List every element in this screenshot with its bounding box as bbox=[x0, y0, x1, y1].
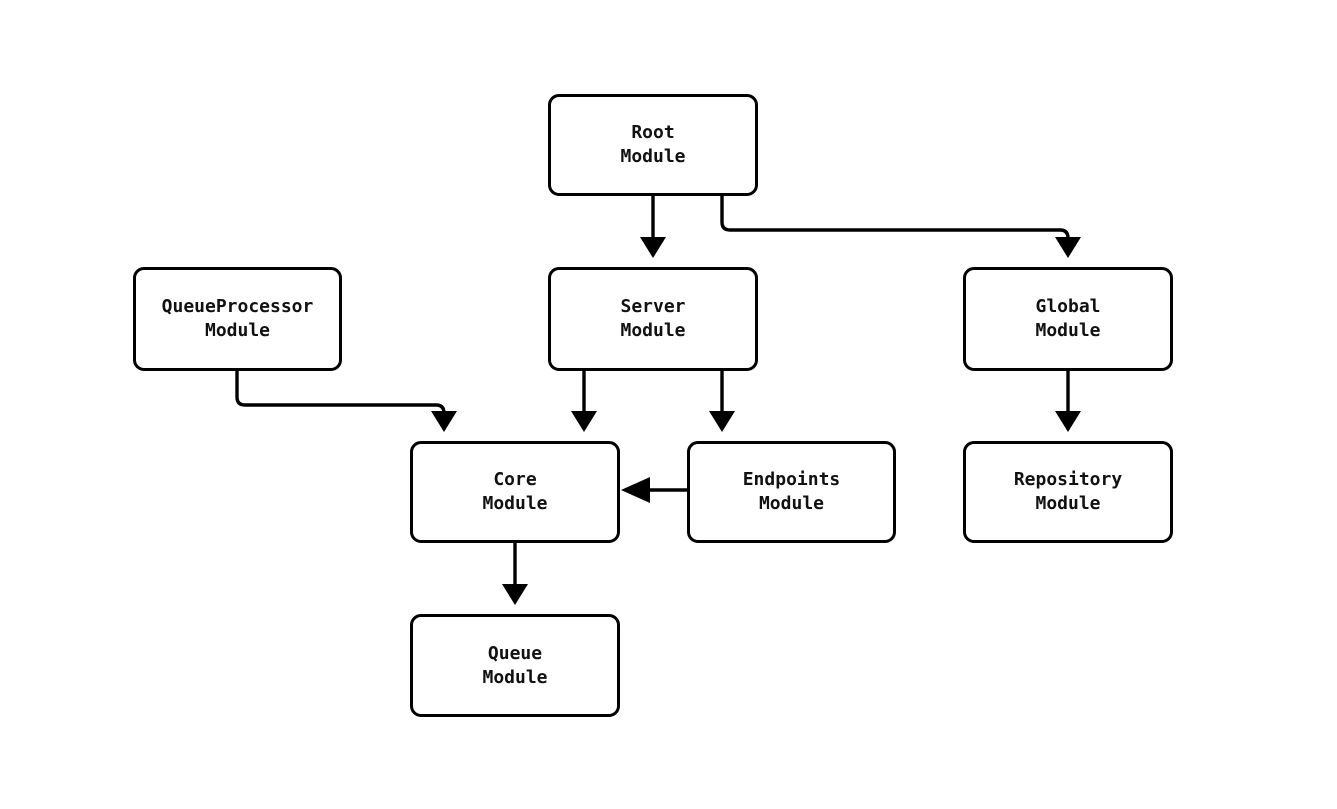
edge-root-to-global bbox=[720, 196, 1070, 240]
node-global-module[interactable]: Global Module bbox=[963, 267, 1173, 371]
node-queue-module[interactable]: Queue Module bbox=[410, 614, 620, 717]
arrowhead-endpoints-to-core bbox=[621, 477, 650, 503]
edge-queueprocessor-to-core bbox=[235, 371, 446, 415]
node-endpoints-module[interactable]: Endpoints Module bbox=[687, 441, 896, 543]
node-label-root-module: Root Module bbox=[620, 122, 686, 167]
arrowhead-global-to-repository bbox=[1055, 411, 1081, 432]
arrowhead-server-to-endpoints bbox=[709, 411, 735, 432]
arrowhead-root-to-server bbox=[640, 237, 666, 258]
arrowhead-queueprocessor-to-core bbox=[431, 411, 457, 432]
node-label-endpoints-module: Endpoints Module bbox=[742, 469, 841, 514]
node-label-server-module: Server Module bbox=[620, 296, 686, 341]
arrowhead-server-to-core bbox=[571, 411, 597, 432]
node-server-module[interactable]: Server Module bbox=[548, 267, 758, 371]
node-label-repository-module: Repository Module bbox=[1013, 469, 1123, 514]
arrowhead-core-to-queue bbox=[502, 584, 528, 605]
arrowhead-root-to-global bbox=[1055, 237, 1081, 258]
node-label-queueprocessor-module: QueueProcessor Module bbox=[161, 296, 314, 341]
node-core-module[interactable]: Core Module bbox=[410, 441, 620, 543]
node-repository-module[interactable]: Repository Module bbox=[963, 441, 1173, 543]
node-label-queue-module: Queue Module bbox=[482, 642, 548, 688]
node-label-global-module: Global Module bbox=[1035, 296, 1101, 341]
node-label-core-module: Core Module bbox=[482, 469, 548, 514]
node-queueprocessor-module[interactable]: QueueProcessor Module bbox=[133, 267, 342, 371]
node-root-module[interactable]: Root Module bbox=[548, 94, 758, 196]
